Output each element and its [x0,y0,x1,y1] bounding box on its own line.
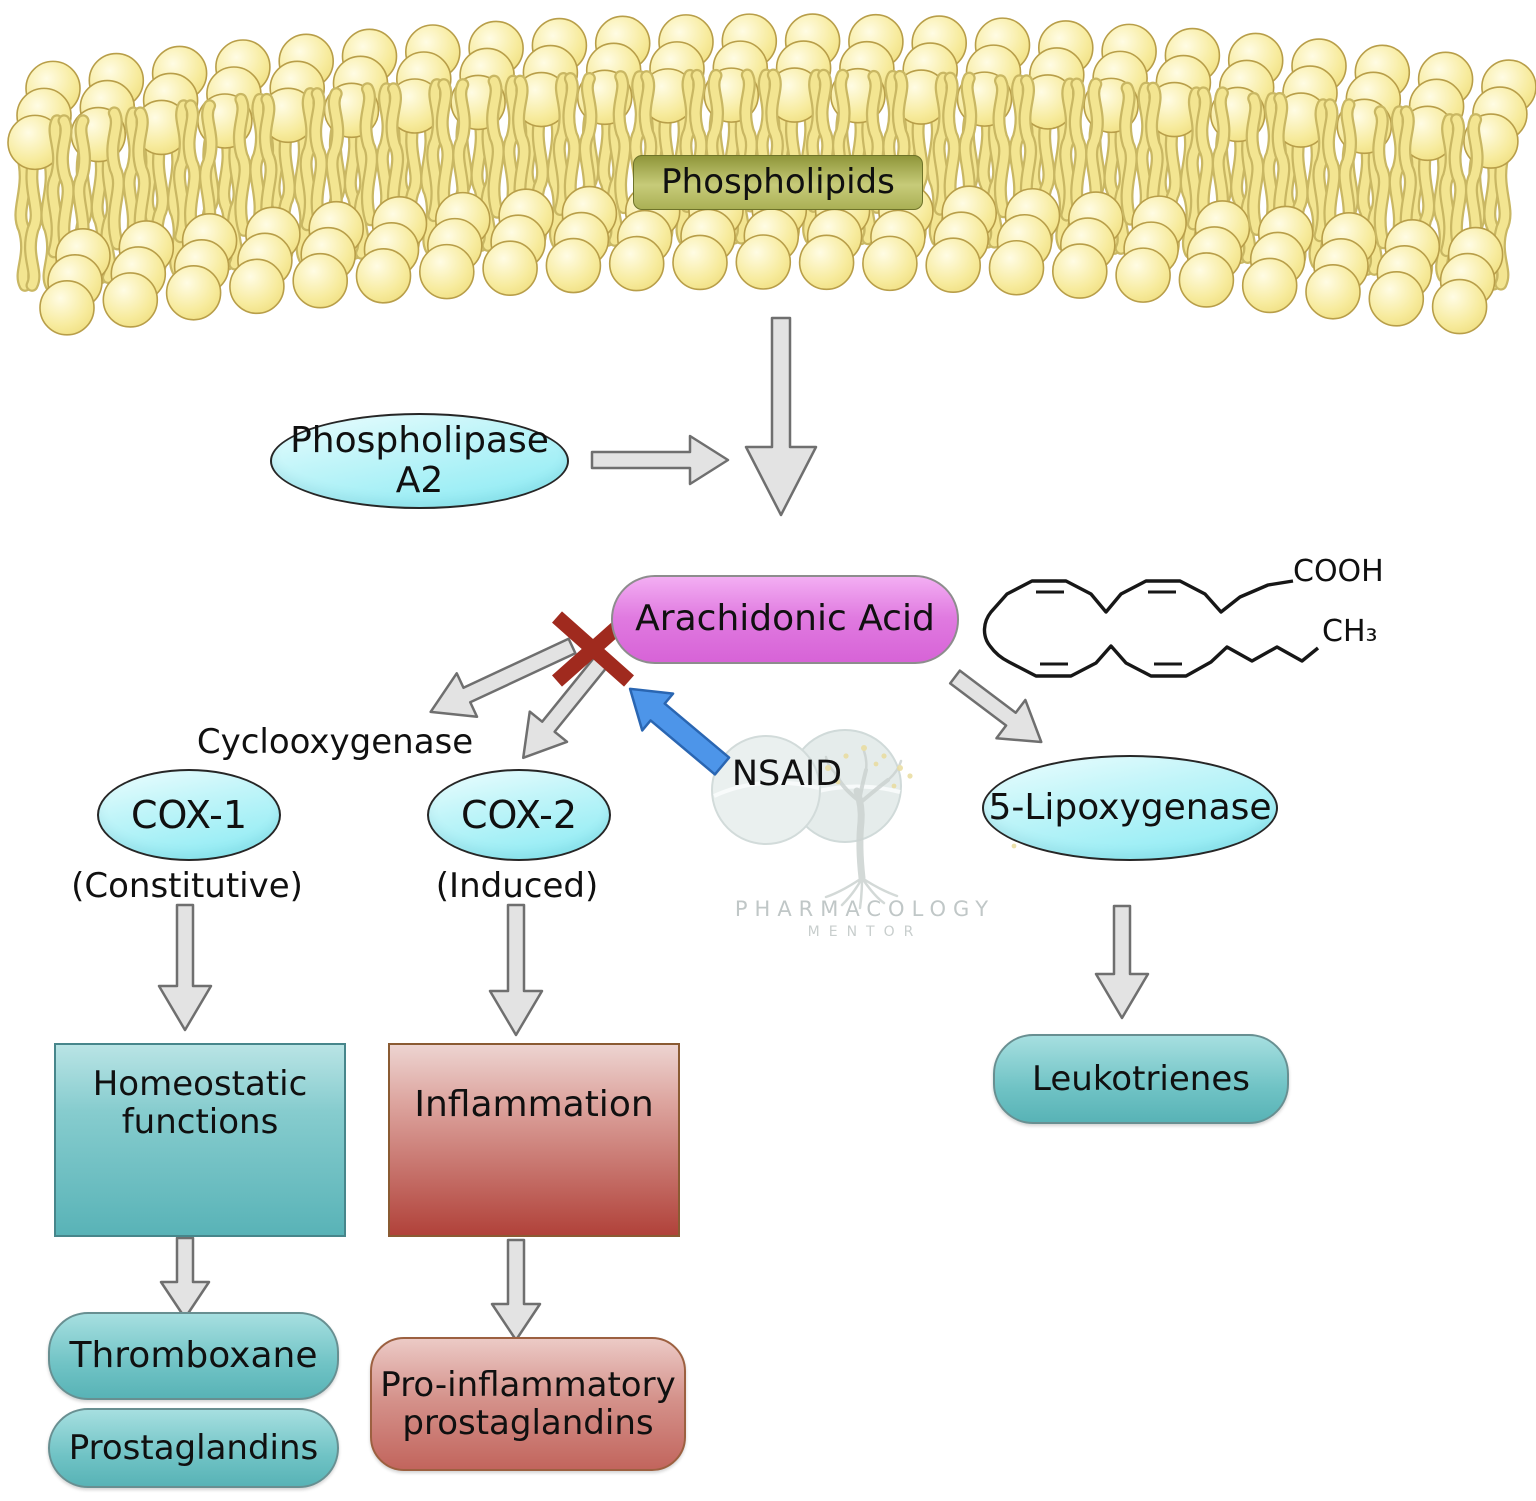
cox1-note: (Constitutive) [71,865,303,906]
lipoxygenase-down-arrow [1094,904,1150,1020]
inflammation-box: Inflammation [388,1043,680,1237]
inflammation-to-prostaglandins-arrow [490,1238,542,1342]
phospholipase-a2-node: Phospholipase A2 [270,413,569,509]
thromboxane-node: Thromboxane [48,1312,339,1400]
proinflammatory-prostaglandins-node: Pro-inflammatory prostaglandins [370,1337,686,1471]
prostaglandins-node: Prostaglandins [48,1408,339,1488]
phospholipase-arrow [590,434,730,486]
cyclooxygenase-label: Cyclooxygenase [196,721,474,762]
ch3-label: CH₃ [1322,614,1378,650]
homeostatic-to-thromboxane-arrow [159,1236,211,1320]
lipoxygenase-node: 5-Lipoxygenase [982,755,1278,861]
arachidonic-to-lipoxygenase-arrow [948,669,1043,744]
cox2-node: COX-2 [427,769,611,861]
phospholipid-bilayer [7,13,1536,336]
watermark-line2: MENTOR [807,924,923,941]
cox2-note: (Induced) [435,865,599,906]
phospholipids-label: Phospholipids [633,155,923,210]
nsaid-inhibition-arrow [628,687,731,776]
watermark-tree-logo [824,745,1053,910]
arachidonic-acid-node: Arachidonic Acid [611,575,959,664]
cox2-down-arrow [488,903,544,1037]
cox1-down-arrow [157,903,213,1032]
membrane-to-arachidonic-arrow [744,316,818,517]
homeostatic-functions-box: Homeostatic functions [54,1043,346,1237]
cooh-label: COOH [1293,554,1384,590]
arachidonic-to-cyclooxygenase-arrow [429,637,577,719]
arachidonic-acid-structure [982,579,1320,678]
watermark-line1: PHARMACOLOGY [734,897,996,922]
cox1-node: COX-1 [97,769,281,861]
nsaid-label: NSAID [731,754,843,795]
arachidonic-to-cox2-arrow [521,656,608,760]
leukotrienes-node: Leukotrienes [993,1034,1289,1124]
